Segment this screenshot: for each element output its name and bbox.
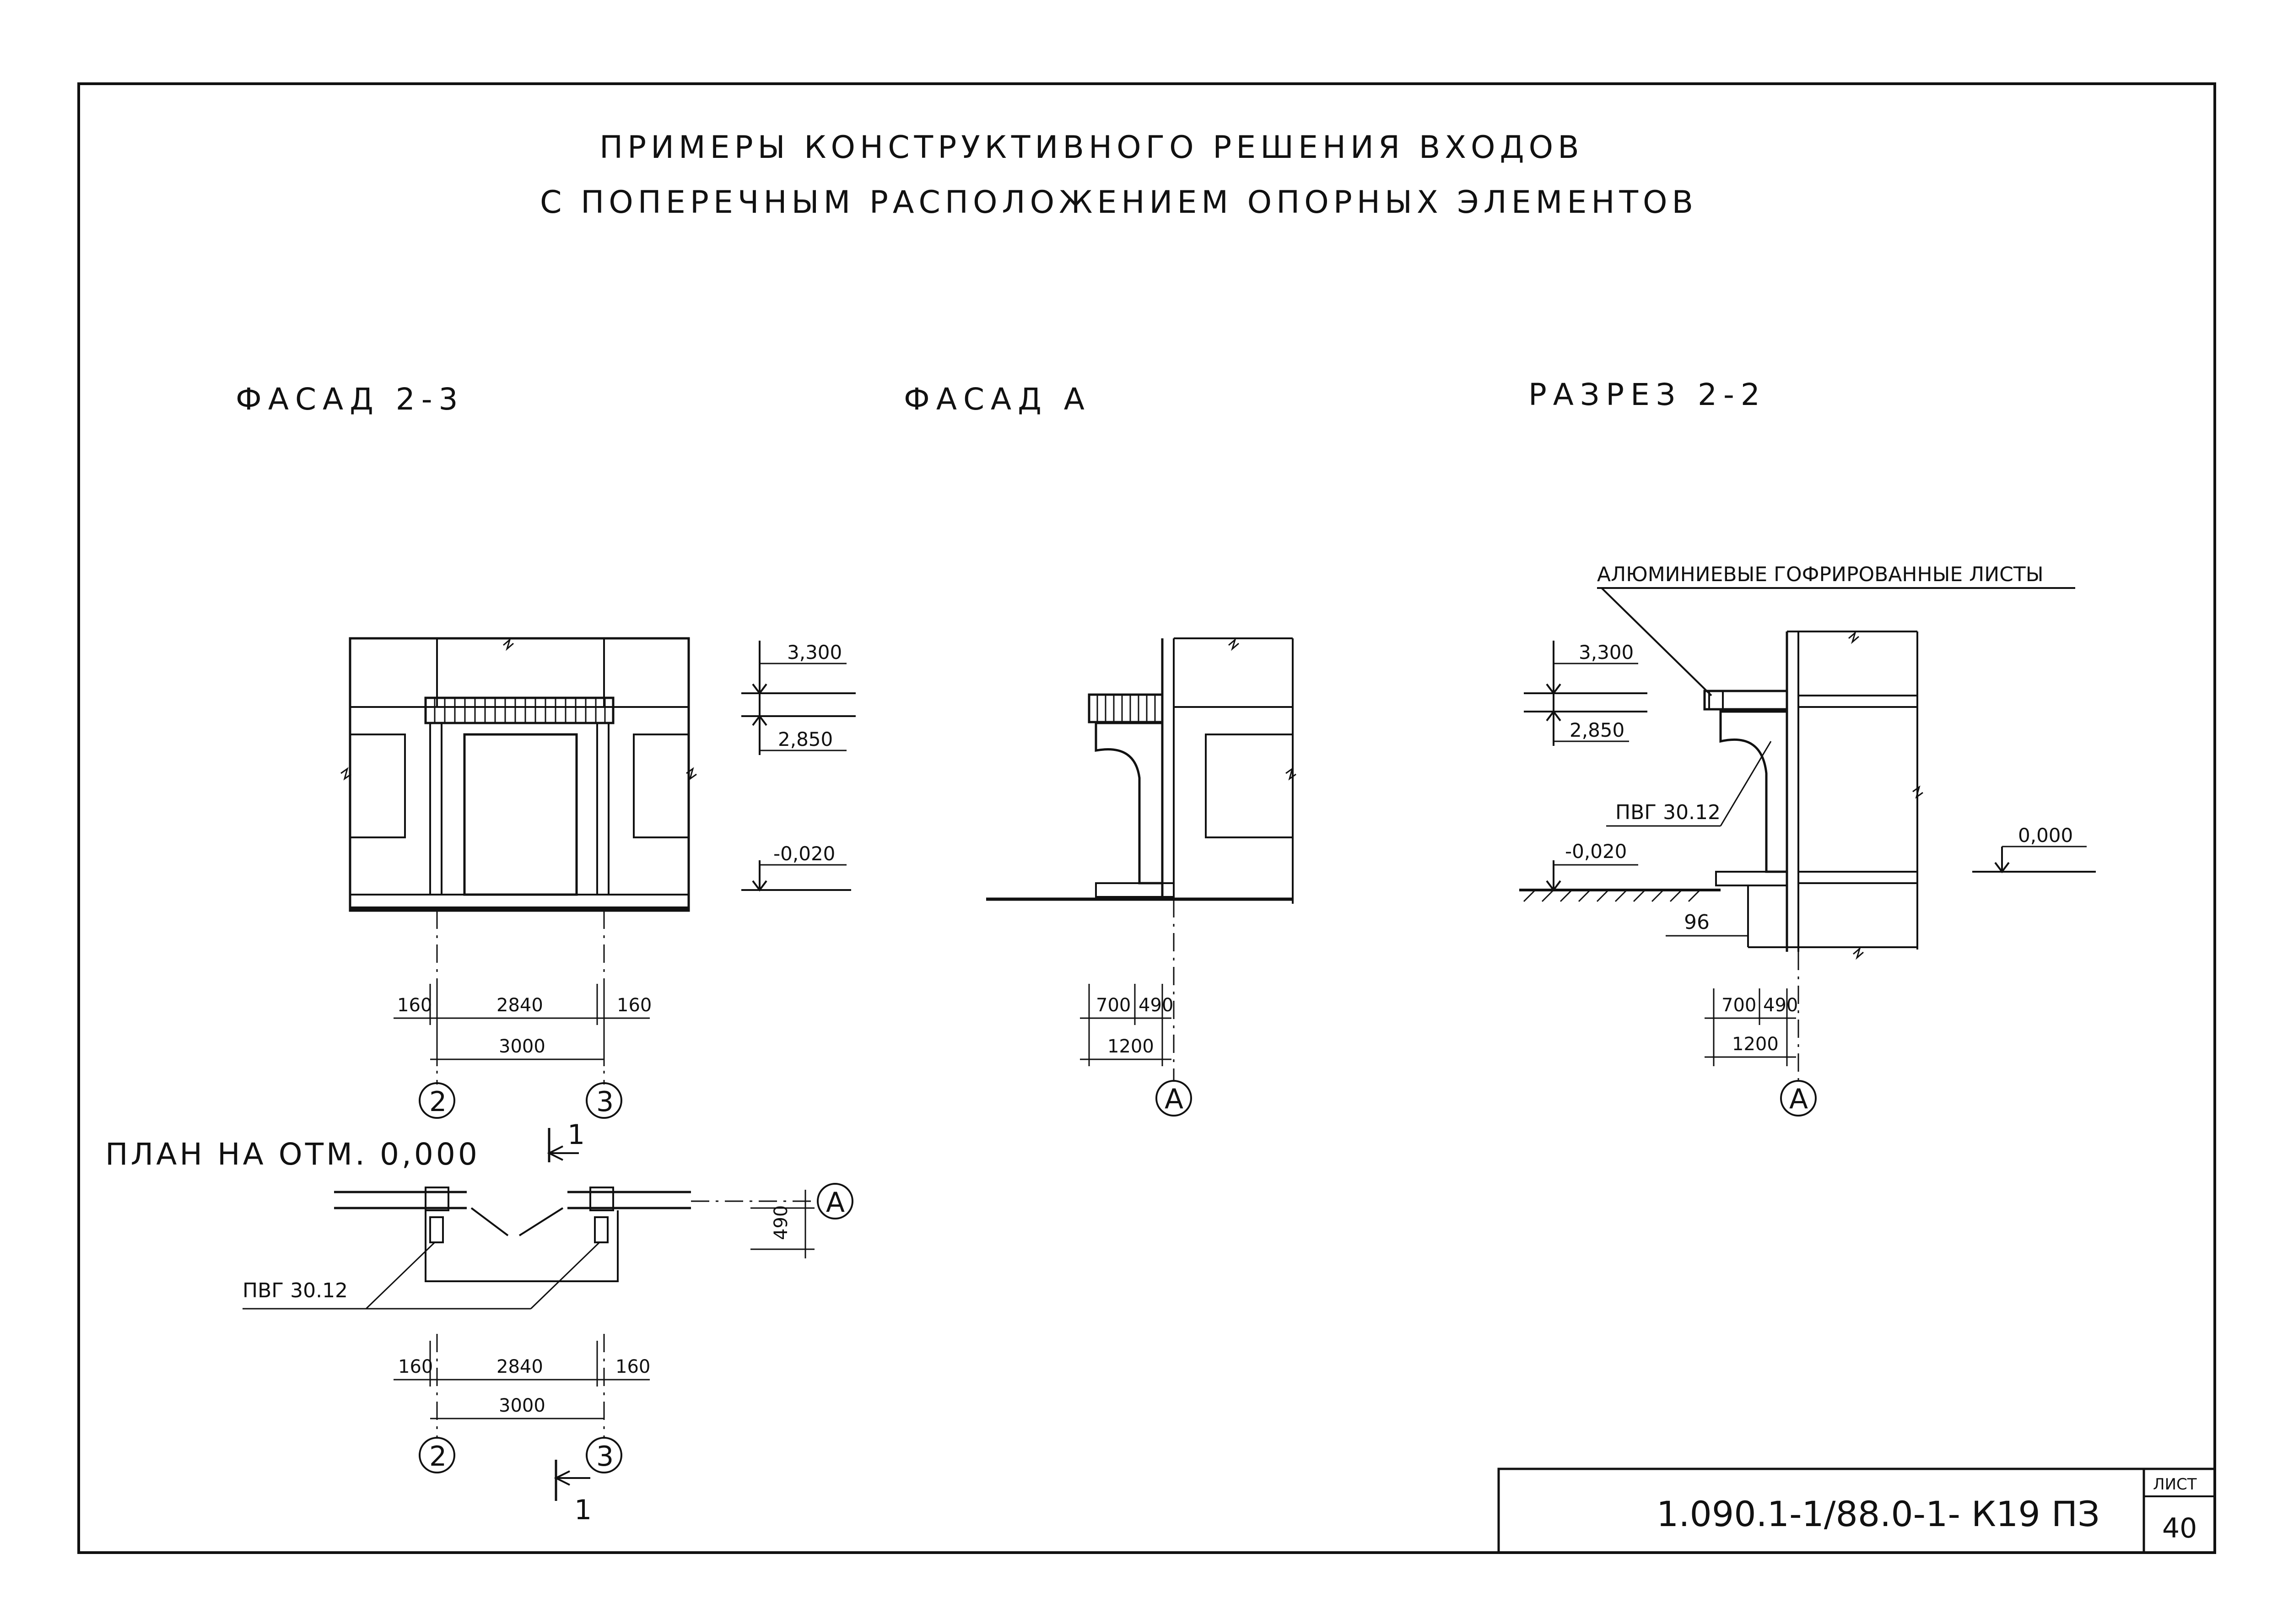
dim-490-section: 490 — [1763, 995, 1798, 1016]
dim-2840: 2840 — [496, 995, 543, 1016]
dim-490-plan: 490 — [771, 1205, 792, 1240]
section-level-3300: 3,300 — [1579, 641, 1634, 664]
axis-a-plan: A — [826, 1187, 845, 1219]
dim-160-left: 160 — [397, 995, 432, 1016]
dim-700-facade-a: 700 — [1096, 995, 1131, 1016]
section-mark-bottom: 1 — [574, 1494, 592, 1526]
facade-a-dimensions: 700 490 1200 A — [1080, 984, 1192, 1117]
dim-3000: 3000 — [499, 1036, 545, 1057]
plan-drawing: 1 490 A ПВГ 30.12 — [243, 1119, 853, 1437]
title-block: 1.090.1-1/88.0-1- К19 ПЗ ЛИСТ 40 — [1497, 1468, 2216, 1554]
facade-2-3-axis-marks: 2 3 — [419, 1082, 622, 1119]
label-pvg-section: ПВГ 30.12 — [1615, 801, 1721, 824]
plan-dim-160-right: 160 — [615, 1356, 650, 1377]
axis-a-section: A — [1789, 1083, 1808, 1115]
sheet-label: ЛИСТ — [2153, 1475, 2197, 1494]
dim-96: 96 — [1684, 911, 1710, 934]
title-line-1: ПРИМЕРЫ КОНСТРУКТИВНОГО РЕШЕНИЯ ВХОДОВ — [599, 129, 1584, 166]
document-code: 1.090.1-1/88.0-1- К19 ПЗ — [1657, 1494, 2100, 1534]
section-level-0000: 0,000 — [2018, 824, 2073, 847]
plan-dim-160-left: 160 — [398, 1356, 433, 1377]
title-line-2: С ПОПЕРЕЧНЫМ РАСПОЛОЖЕНИЕМ ОПОРНЫХ ЭЛЕМЕ… — [540, 184, 1698, 221]
section-2-2-dimensions: 700 490 1200 A — [1705, 988, 1817, 1117]
level-2850: 2,850 — [778, 728, 833, 750]
axis-3: 3 — [596, 1086, 614, 1118]
facade-2-3-level-marks: 3,300 2,850 -0,020 — [741, 641, 856, 892]
plan-dim-2840: 2840 — [496, 1356, 543, 1377]
section-mark-top: 1 — [567, 1119, 585, 1151]
dim-1200-facade-a: 1200 — [1107, 1036, 1154, 1057]
dim-160-right: 160 — [617, 995, 652, 1016]
plan-dim-3000: 3000 — [499, 1395, 545, 1416]
dim-1200-section: 1200 — [1732, 1034, 1779, 1055]
section-2-2-drawing — [1519, 631, 1923, 1080]
section-level-2850: 2,850 — [1570, 719, 1624, 741]
level-3300: 3,300 — [787, 641, 842, 664]
dim-490-facade-a: 490 — [1139, 995, 1173, 1016]
view-title-section-2-2: РАЗРЕЗ 2-2 — [1528, 377, 1766, 412]
axis-a-facade: A — [1165, 1083, 1183, 1115]
section-2-2-level-marks: 3,300 2,850 -0,020 0,000 ПВГ 30.12 96 — [1524, 641, 2096, 937]
view-title-facade-a: ФАСАД А — [904, 382, 1091, 417]
view-title-facade-2-3: ФАСАД 2-3 — [236, 382, 464, 417]
sheet-number: 40 — [2162, 1512, 2197, 1544]
view-title-plan: ПЛАН НА ОТМ. 0,000 — [105, 1137, 480, 1172]
axis-2: 2 — [429, 1086, 447, 1118]
facade-a-drawing — [986, 637, 1296, 1080]
label-aluminium-leader — [1601, 587, 1712, 696]
dim-700-section: 700 — [1721, 995, 1756, 1016]
plan-axis-2: 2 — [429, 1441, 447, 1473]
level-minus-0020: -0,020 — [773, 842, 835, 865]
facade-2-3-drawing — [340, 637, 697, 1084]
facade-2-3-dimensions: 160 2840 160 3000 — [394, 984, 652, 1066]
label-aluminium-sheets: АЛЮМИНИЕВЫЕ ГОФРИРОВАННЫЕ ЛИСТЫ — [1597, 563, 2044, 586]
plan-dimensions: 160 2840 160 3000 2 3 1 — [394, 1341, 650, 1526]
section-level-minus-0020: -0,020 — [1565, 840, 1627, 863]
plan-axis-3: 3 — [596, 1441, 614, 1473]
label-pvg-plan: ПВГ 30.12 — [243, 1279, 348, 1302]
sheet-frame — [77, 82, 2216, 1554]
